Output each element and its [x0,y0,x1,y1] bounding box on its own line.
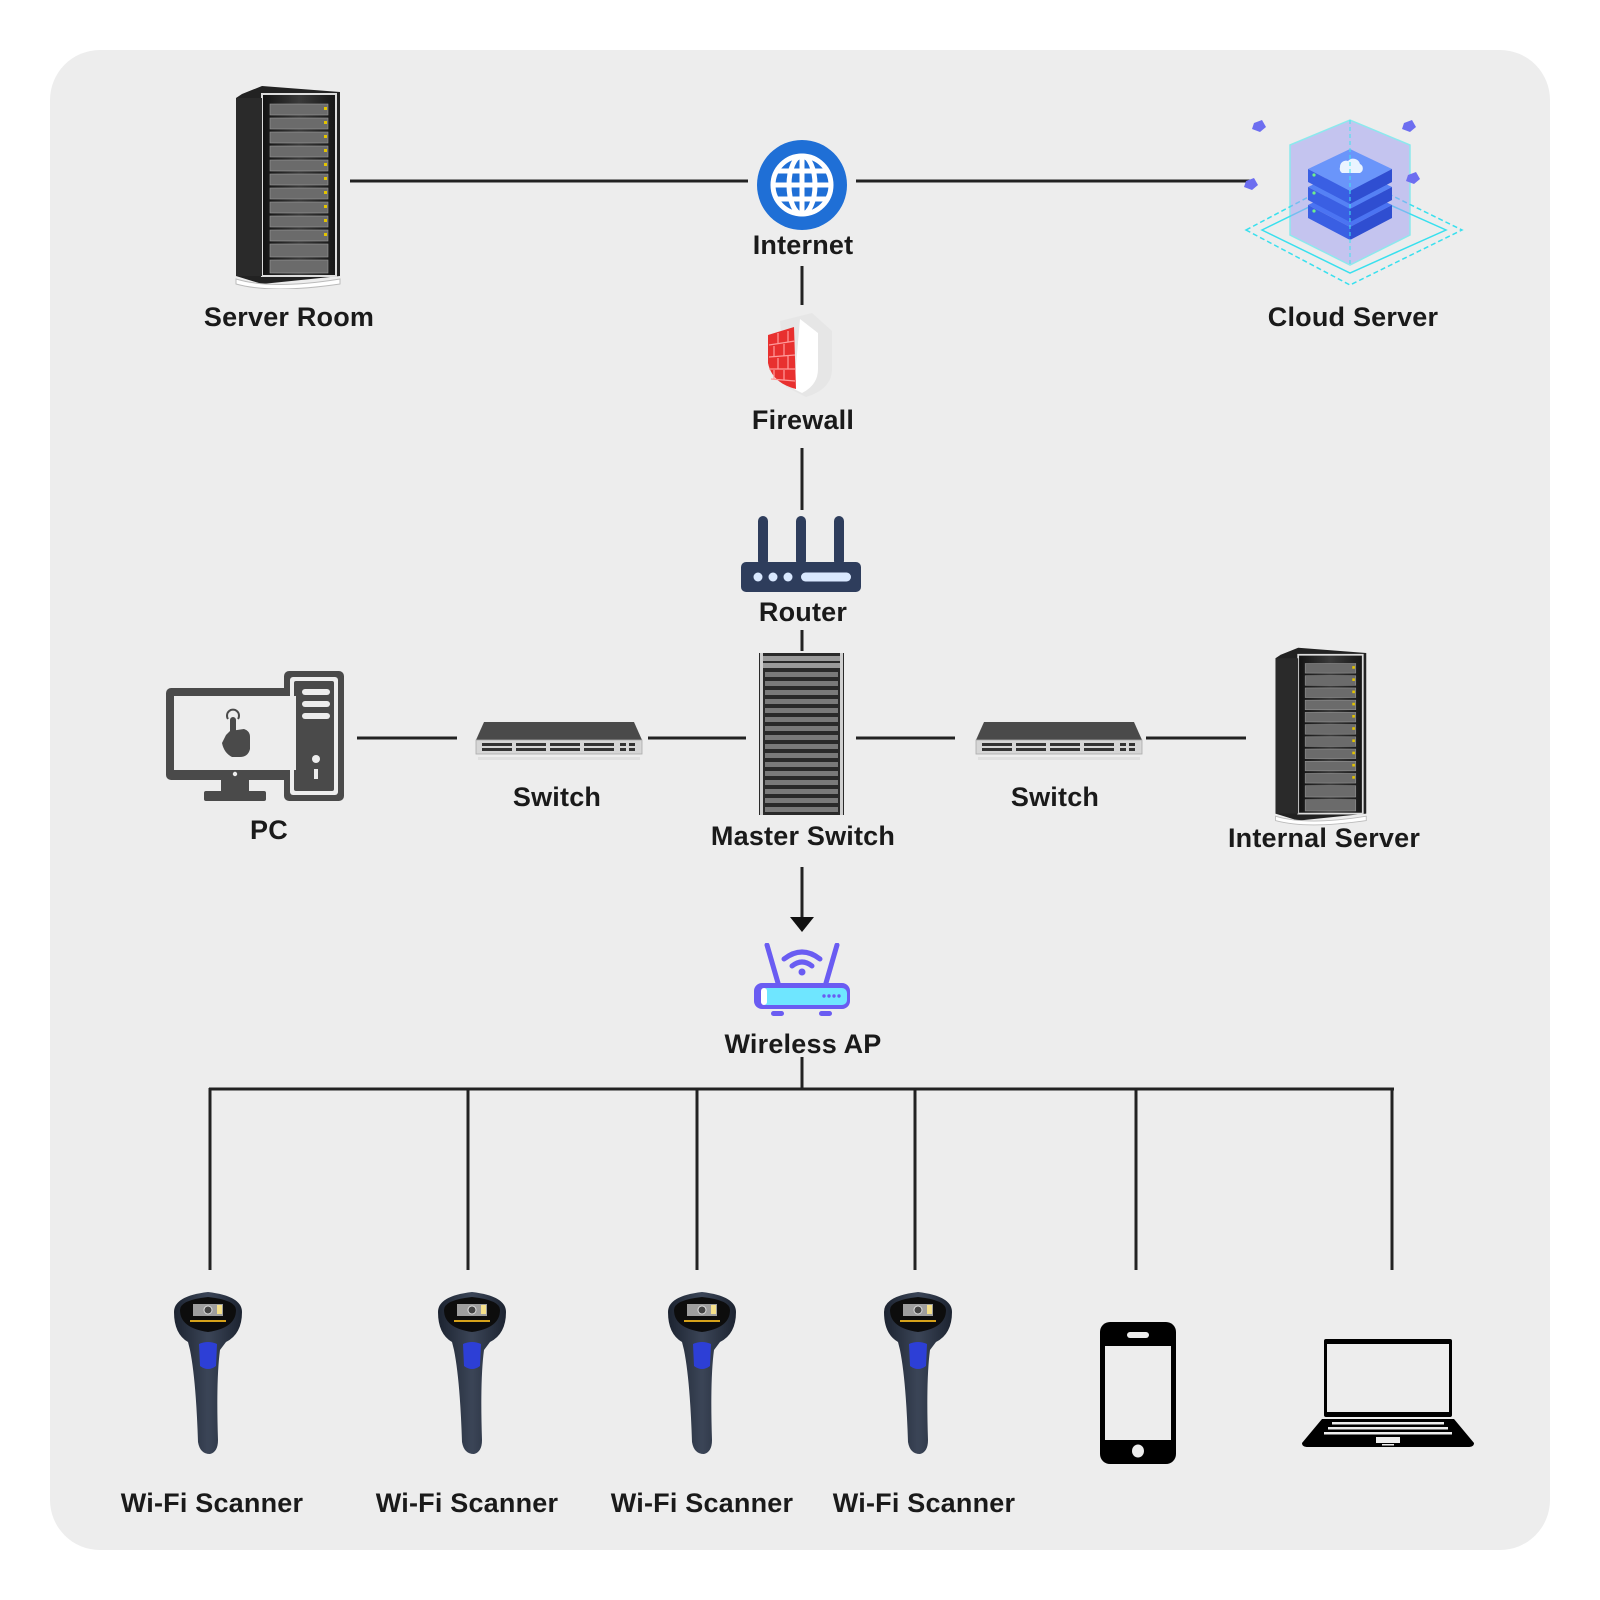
barcode-scanner-icon [883,1291,953,1455]
label-scanner-4: Wi-Fi Scanner [832,1488,1016,1518]
barcode-scanner-icon [437,1291,507,1455]
laptop-icon [1302,1339,1474,1447]
firewall-shield-icon [768,313,832,397]
arrow-head [790,917,814,932]
network-switch-icon [475,722,643,760]
server-rack-icon [235,86,341,289]
label-scanner-2: Wi-Fi Scanner [375,1488,559,1518]
network-switch-icon [975,722,1143,760]
label-internet: Internet [752,230,854,260]
label-wireless-ap: Wireless AP [724,1029,882,1059]
label-switch-left: Switch [512,782,602,812]
label-router: Router [758,597,848,627]
label-internal-server: Internal Server [1227,823,1421,853]
barcode-scanner-icon [667,1291,737,1455]
label-scanner-1: Wi-Fi Scanner [120,1488,304,1518]
master-switch-rack-icon [759,653,844,815]
label-server-room: Server Room [203,302,375,332]
desktop-pc-icon [166,671,344,801]
server-rack-icon [1275,647,1367,826]
label-cloud-server: Cloud Server [1267,302,1439,332]
router-icon [741,516,861,592]
barcode-scanner-icon [173,1291,243,1455]
label-switch-right: Switch [1010,782,1100,812]
label-master-switch: Master Switch [710,821,896,851]
label-firewall: Firewall [751,405,855,435]
cloud-server-icon [1244,119,1464,286]
label-scanner-3: Wi-Fi Scanner [610,1488,794,1518]
smartphone-icon [1100,1322,1176,1464]
wireless-ap-icon [754,943,850,1016]
label-pc: PC [250,815,288,845]
globe-icon [757,140,847,230]
